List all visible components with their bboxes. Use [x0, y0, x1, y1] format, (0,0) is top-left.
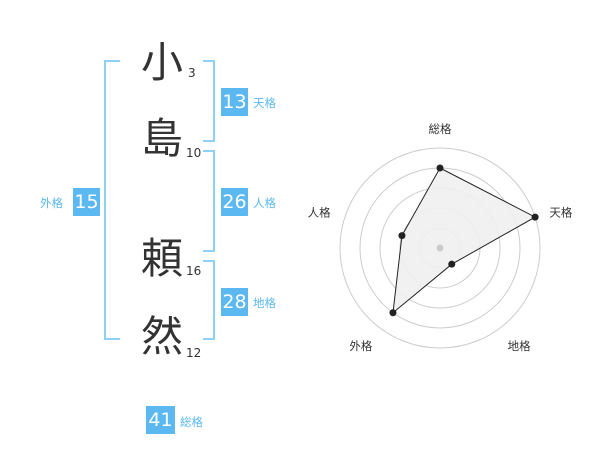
name-char-1: 小 [141, 38, 184, 87]
stroke-count-2: 10 [186, 146, 202, 160]
radar-axis-label-2: 天格 [549, 205, 572, 219]
tenkaku-value: 13 [221, 88, 248, 116]
jinkaku-bracket [203, 150, 215, 252]
radar-axis-label-4: 外格 [349, 339, 372, 353]
stroke-count-4: 12 [186, 346, 202, 360]
gaikaku-label: 外格 [40, 196, 63, 210]
tenkaku-bracket [203, 60, 215, 142]
stroke-count-1: 3 [188, 66, 196, 80]
radar-center-dot [436, 244, 444, 252]
gaikaku-value: 15 [73, 188, 100, 216]
gaikaku-bracket [104, 60, 120, 340]
name-char-2: 島 [141, 114, 184, 163]
name-char-3: 頼 [141, 234, 184, 283]
radar-point-5 [398, 232, 406, 240]
radar-axis-label-3: 地格 [508, 339, 531, 353]
radar-axis-label-1: 総格 [429, 122, 452, 136]
soukaku-value: 41 [146, 406, 175, 434]
radar-data-polygon [392, 167, 537, 314]
stroke-count-3: 16 [186, 264, 202, 278]
jinkaku-value: 26 [221, 188, 248, 216]
soukaku-label: 総格 [180, 415, 203, 429]
radar-grid-ring-5 [339, 147, 541, 349]
tenkaku-label: 天格 [253, 96, 276, 110]
chikaku-label: 地格 [253, 296, 276, 310]
radar-axis-label-5: 人格 [308, 205, 331, 219]
radar-point-1 [436, 164, 444, 172]
chikaku-bracket [203, 260, 215, 340]
name-char-4: 然 [141, 312, 184, 361]
radar-point-2 [531, 213, 539, 221]
jinkaku-label: 人格 [253, 196, 276, 210]
radar-point-3 [448, 260, 456, 268]
chikaku-value: 28 [221, 288, 248, 316]
radar-point-4 [389, 309, 397, 317]
